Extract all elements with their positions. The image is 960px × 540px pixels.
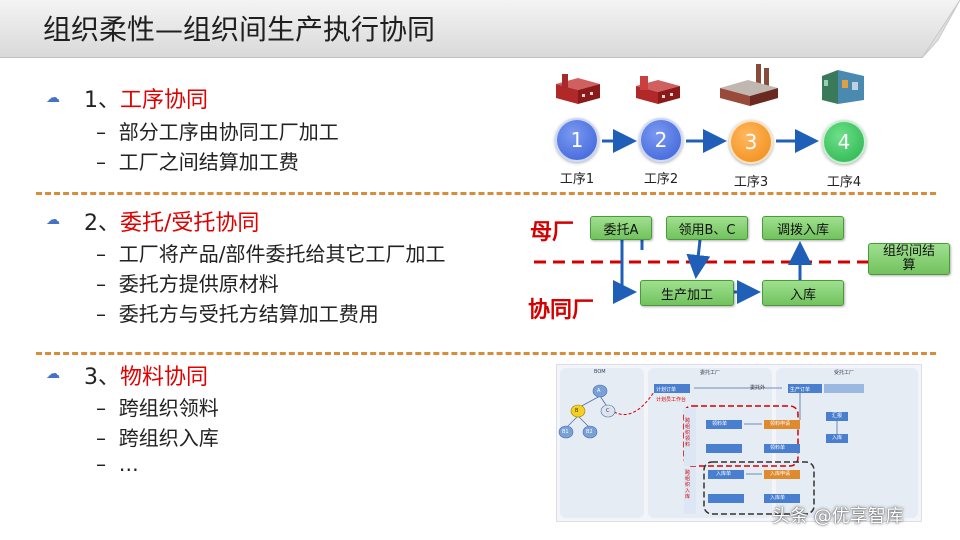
section-3-heading: 3、物料协同	[84, 365, 209, 390]
factory-icon	[636, 76, 680, 104]
bom-node: B	[575, 408, 579, 414]
section-1-item: – 部分工序由协同工厂加工	[96, 120, 339, 144]
side-label: 跨组织入库	[685, 470, 691, 500]
factory-icon	[720, 64, 778, 106]
factory-icon	[556, 74, 600, 104]
process-step-label: 工序3	[733, 175, 769, 190]
process-step-4: 4	[822, 120, 866, 164]
req-apply-box: 领料申请	[770, 421, 791, 427]
in-bill-box: 入库单	[716, 471, 732, 477]
plan-order-note: 计划员工作台	[656, 397, 687, 403]
requisition-box: 领用B、C	[666, 216, 748, 240]
bom-node: C	[606, 408, 610, 414]
section-1-item: – 工厂之间结算加工费	[96, 150, 299, 174]
in-bill-box: 入库单	[770, 495, 786, 501]
building-icon	[822, 70, 864, 104]
section-3-item: – 跨组织入库	[96, 426, 219, 450]
section-2-heading: 2、委托/受托协同	[84, 211, 260, 236]
pick-bill-box: 领料单	[770, 445, 786, 451]
consign-flow-lines	[534, 239, 870, 304]
section-2-item: – 工厂将产品/部件委托给其它工厂加工	[96, 242, 446, 266]
section-divider	[36, 192, 936, 195]
col-header: 委托工厂	[700, 370, 721, 376]
warehousing-box: 入库	[762, 280, 844, 306]
bullet-icon: ☁	[46, 366, 60, 382]
watermark: 头条 @优享智库	[772, 506, 904, 527]
section-2-item: – 委托方提供原材料	[96, 272, 279, 296]
process-step-label: 工序1	[559, 172, 595, 187]
report-box: 汇报	[832, 413, 843, 419]
partner-factory-label: 协同厂	[528, 297, 595, 323]
parent-factory-label: 母厂	[530, 219, 575, 245]
req-bill-box: 领料单	[712, 421, 728, 427]
section-3-item: – …	[96, 452, 139, 476]
consign-a-box: 委托A	[590, 216, 652, 240]
side-label: 跨组织领料	[685, 418, 691, 448]
process-step-1: 1	[555, 118, 599, 162]
in-apply-box: 入库申请	[770, 471, 791, 477]
section-2-item: – 委托方与受托方结算加工费用	[96, 302, 379, 326]
production-box: 生产加工	[640, 280, 734, 306]
bom-node: B1	[562, 429, 569, 435]
section-1-heading: 1、工序协同	[84, 88, 209, 113]
col-header: BOM	[594, 369, 606, 375]
transfer-in-box: 调拨入库	[762, 216, 844, 240]
process-step-2: 2	[639, 118, 683, 162]
bom-node: B2	[586, 429, 593, 435]
section-3-item: – 跨组织领料	[96, 396, 219, 420]
bom-node: A	[597, 388, 601, 394]
process-step-label: 工序2	[643, 172, 679, 187]
bullet-icon: ☁	[46, 90, 60, 106]
page-title: 组织柔性—组织间生产执行协同	[43, 13, 436, 46]
page-curl-decoration	[921, 0, 960, 58]
bullet-icon: ☁	[46, 212, 60, 228]
col-header: 受托工厂	[834, 370, 855, 376]
section-divider	[36, 352, 936, 355]
store-box: 入库	[832, 435, 843, 441]
process-step-3: 3	[729, 120, 773, 164]
material-diagram-lines	[558, 384, 864, 515]
settlement-box: 组织间结算	[868, 243, 950, 275]
prod-order-box: 生产订单	[790, 387, 811, 393]
plan-order-box: 计划订单	[656, 387, 677, 393]
process-step-label: 工序4	[826, 175, 862, 190]
consign-note: 委托外	[750, 385, 766, 391]
process-arrows	[602, 129, 819, 153]
title-bar	[0, 0, 960, 58]
